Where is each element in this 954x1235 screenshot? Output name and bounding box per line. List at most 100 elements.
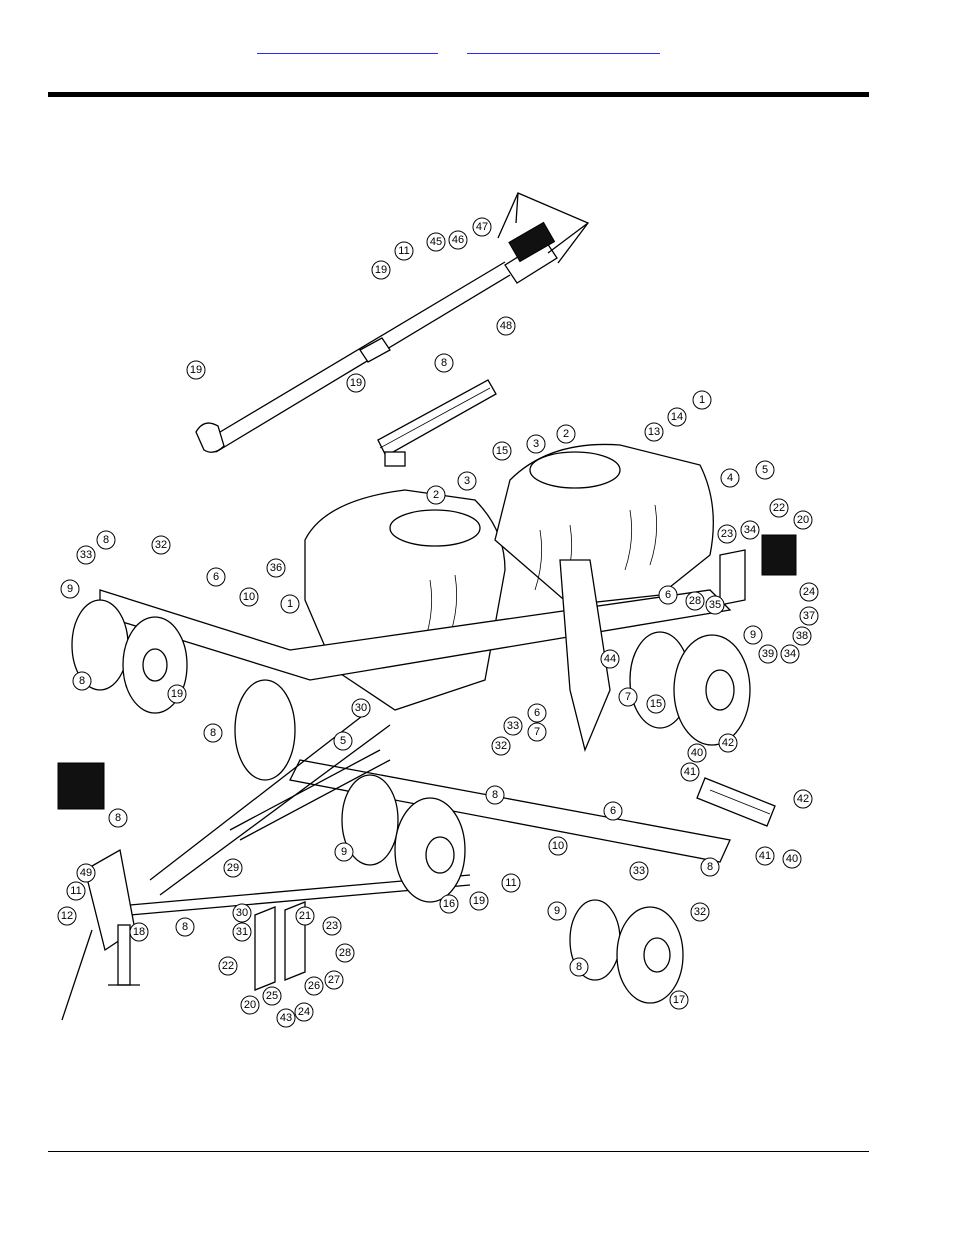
callout-34[interactable]: 34	[781, 645, 799, 663]
callout-21[interactable]: 21	[296, 907, 314, 925]
callout-32[interactable]: 32	[492, 737, 510, 755]
callout-15[interactable]: 15	[493, 442, 511, 460]
callout-8[interactable]: 8	[486, 786, 504, 804]
callout-45[interactable]: 45	[427, 233, 445, 251]
callout-23[interactable]: 23	[718, 525, 736, 543]
callout-3[interactable]: 3	[458, 472, 476, 490]
svg-text:40: 40	[691, 747, 703, 759]
callout-36[interactable]: 36	[267, 559, 285, 577]
meter-shaft	[697, 778, 775, 826]
callout-6[interactable]: 6	[528, 704, 546, 722]
callout-40[interactable]: 40	[783, 850, 801, 868]
callout-32[interactable]: 32	[691, 903, 709, 921]
svg-text:39: 39	[762, 648, 774, 660]
callout-11[interactable]: 11	[395, 242, 413, 260]
callout-19[interactable]: 19	[372, 261, 390, 279]
callout-16[interactable]: 16	[440, 895, 458, 913]
callout-11[interactable]: 11	[502, 874, 520, 892]
callout-11[interactable]: 11	[67, 882, 85, 900]
svg-text:10: 10	[243, 591, 255, 603]
callout-20[interactable]: 20	[794, 511, 812, 529]
callout-32[interactable]: 32	[152, 536, 170, 554]
callout-19[interactable]: 19	[347, 374, 365, 392]
callout-8[interactable]: 8	[97, 531, 115, 549]
callout-41[interactable]: 41	[756, 847, 774, 865]
callout-39[interactable]: 39	[759, 645, 777, 663]
callout-33[interactable]: 33	[77, 546, 95, 564]
callout-5[interactable]: 5	[334, 732, 352, 750]
callout-48[interactable]: 48	[497, 317, 515, 335]
callout-46[interactable]: 46	[449, 231, 467, 249]
callout-19[interactable]: 19	[187, 361, 205, 379]
callout-20[interactable]: 20	[241, 996, 259, 1014]
callout-44[interactable]: 44	[601, 650, 619, 668]
callout-25[interactable]: 25	[263, 987, 281, 1005]
callout-47[interactable]: 47	[473, 218, 491, 236]
callout-30[interactable]: 30	[233, 904, 251, 922]
callout-1[interactable]: 1	[693, 391, 711, 409]
callout-33[interactable]: 33	[630, 862, 648, 880]
callout-2[interactable]: 2	[557, 425, 575, 443]
callout-34[interactable]: 34	[741, 521, 759, 539]
callout-6[interactable]: 6	[659, 586, 677, 604]
svg-text:29: 29	[227, 862, 239, 874]
svg-text:17: 17	[673, 994, 685, 1006]
svg-text:8: 8	[441, 357, 447, 369]
callout-24[interactable]: 24	[295, 1003, 313, 1021]
callout-3[interactable]: 3	[527, 435, 545, 453]
callout-8[interactable]: 8	[176, 918, 194, 936]
callout-19[interactable]: 19	[168, 685, 186, 703]
callout-4[interactable]: 4	[721, 469, 739, 487]
callout-40[interactable]: 40	[688, 744, 706, 762]
callout-23[interactable]: 23	[323, 917, 341, 935]
callout-42[interactable]: 42	[719, 734, 737, 752]
callout-14[interactable]: 14	[668, 408, 686, 426]
callout-6[interactable]: 6	[604, 802, 622, 820]
callout-8[interactable]: 8	[570, 958, 588, 976]
callout-8[interactable]: 8	[109, 809, 127, 827]
callout-28[interactable]: 28	[336, 944, 354, 962]
callout-42[interactable]: 42	[794, 790, 812, 808]
callout-27[interactable]: 27	[325, 971, 343, 989]
callout-29[interactable]: 29	[224, 859, 242, 877]
callout-7[interactable]: 7	[528, 723, 546, 741]
callout-1[interactable]: 1	[281, 595, 299, 613]
callout-49[interactable]: 49	[77, 864, 95, 882]
callout-6[interactable]: 6	[207, 568, 225, 586]
callout-2[interactable]: 2	[427, 486, 445, 504]
callout-43[interactable]: 43	[277, 1009, 295, 1027]
callout-22[interactable]: 22	[219, 957, 237, 975]
callout-28[interactable]: 28	[686, 592, 704, 610]
callout-18[interactable]: 18	[130, 923, 148, 941]
callout-24[interactable]: 24	[800, 583, 818, 601]
callout-9[interactable]: 9	[61, 580, 79, 598]
callout-17[interactable]: 17	[670, 991, 688, 1009]
callout-35[interactable]: 35	[706, 596, 724, 614]
callout-15[interactable]: 15	[647, 695, 665, 713]
callout-8[interactable]: 8	[435, 354, 453, 372]
callout-9[interactable]: 9	[335, 843, 353, 861]
callout-33[interactable]: 33	[504, 717, 522, 735]
callout-10[interactable]: 10	[240, 588, 258, 606]
callout-9[interactable]: 9	[744, 626, 762, 644]
callout-8[interactable]: 8	[73, 672, 91, 690]
callout-37[interactable]: 37	[800, 607, 818, 625]
callout-22[interactable]: 22	[770, 499, 788, 517]
callout-38[interactable]: 38	[793, 627, 811, 645]
callout-9[interactable]: 9	[548, 902, 566, 920]
callout-8[interactable]: 8	[701, 858, 719, 876]
callout-7[interactable]: 7	[619, 688, 637, 706]
callout-26[interactable]: 26	[305, 977, 323, 995]
callout-30[interactable]: 30	[352, 699, 370, 717]
callout-10[interactable]: 10	[549, 837, 567, 855]
callout-12[interactable]: 12	[58, 907, 76, 925]
callout-19[interactable]: 19	[470, 892, 488, 910]
callout-8[interactable]: 8	[204, 724, 222, 742]
callout-41[interactable]: 41	[681, 763, 699, 781]
svg-text:8: 8	[79, 675, 85, 687]
callout-31[interactable]: 31	[233, 923, 251, 941]
callout-13[interactable]: 13	[645, 423, 663, 441]
svg-text:49: 49	[80, 867, 92, 879]
callout-5[interactable]: 5	[756, 461, 774, 479]
